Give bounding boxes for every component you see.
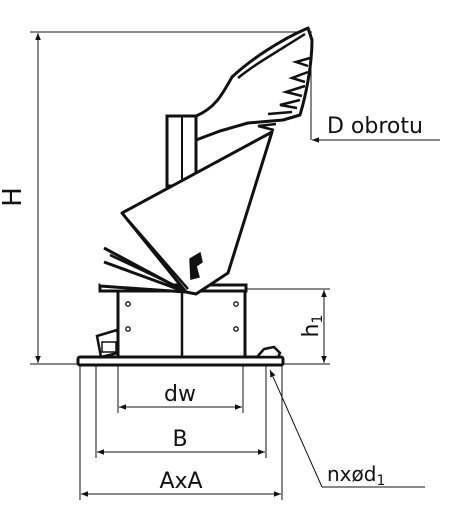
rotation-diameter-label: D obrotu bbox=[327, 114, 423, 139]
dimension-lines bbox=[30, 31, 440, 500]
holes-subscript: 1 bbox=[376, 473, 385, 489]
b-label: B bbox=[172, 427, 187, 452]
h1-label: h bbox=[299, 323, 324, 337]
h-label: H bbox=[0, 187, 28, 207]
latch bbox=[189, 251, 203, 280]
wind-vane-wing bbox=[194, 26, 314, 142]
svg-text:nxød1: nxød1 bbox=[327, 462, 385, 489]
h1-label-group: h1 bbox=[299, 315, 326, 338]
svg-text:h1: h1 bbox=[299, 315, 326, 338]
axa-label: AxA bbox=[159, 469, 202, 494]
h1-subscript: 1 bbox=[310, 315, 326, 324]
right-bracket bbox=[254, 345, 282, 359]
dw-label: dw bbox=[164, 382, 196, 407]
hood bbox=[99, 130, 274, 296]
bottom-fin bbox=[99, 260, 188, 294]
holes-label: nxød bbox=[327, 462, 376, 486]
base-box bbox=[116, 287, 247, 359]
holes-leader-diagonal bbox=[269, 369, 323, 488]
